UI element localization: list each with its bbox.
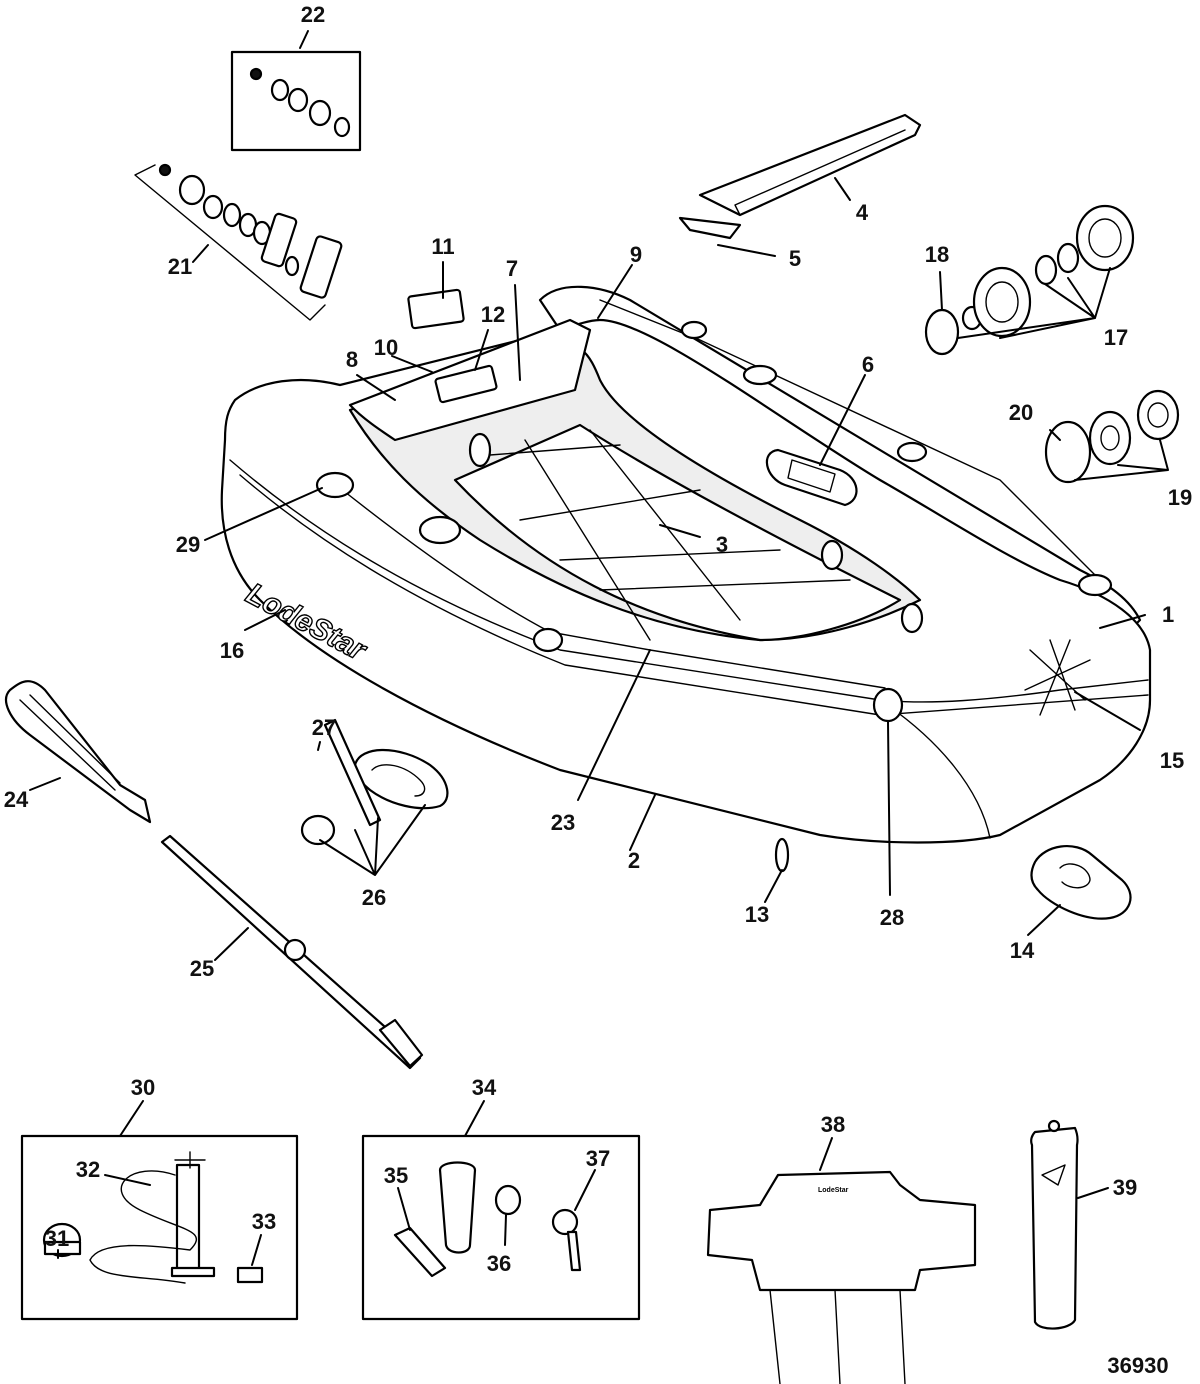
callout-3: 3 xyxy=(716,532,728,557)
callout-labels: 1 2 3 4 5 6 7 8 9 10 11 12 13 14 15 16 1… xyxy=(4,2,1192,1378)
oar-shaft xyxy=(160,834,424,1070)
callout-39: 39 xyxy=(1113,1175,1137,1200)
callout-4: 4 xyxy=(856,200,869,225)
callout-6: 6 xyxy=(862,352,874,377)
boat-cover: LodeStar xyxy=(706,1170,977,1384)
callout-21: 21 xyxy=(168,254,192,279)
transom-plate xyxy=(407,288,465,330)
figure-id: 36930 xyxy=(1107,1353,1168,1378)
leader-lines xyxy=(29,30,1169,1266)
valve-assembly-kit xyxy=(134,163,343,321)
oar-blade xyxy=(4,680,152,824)
valve-kit-box xyxy=(230,50,362,152)
callout-22: 22 xyxy=(301,2,325,27)
callout-26: 26 xyxy=(362,885,386,910)
callout-9: 9 xyxy=(630,242,642,267)
callout-18: 18 xyxy=(925,242,949,267)
storage-bag xyxy=(1030,1119,1079,1330)
callout-37: 37 xyxy=(586,1146,610,1171)
d-ring-patch xyxy=(1030,845,1132,920)
callout-11: 11 xyxy=(431,234,454,259)
callout-27: 27 xyxy=(312,715,336,740)
callout-12: 12 xyxy=(481,302,505,327)
callout-28: 28 xyxy=(880,905,904,930)
callout-34: 34 xyxy=(472,1075,497,1100)
callout-35: 35 xyxy=(384,1163,408,1188)
callout-38: 38 xyxy=(821,1112,845,1137)
callout-33: 33 xyxy=(252,1209,276,1234)
callout-25: 25 xyxy=(190,956,214,981)
seat-bracket xyxy=(678,216,742,240)
callout-23: 23 xyxy=(551,810,575,835)
callout-20: 20 xyxy=(1009,400,1033,425)
callout-15: 15 xyxy=(1160,748,1184,773)
callout-36: 36 xyxy=(487,1251,511,1276)
callout-32: 32 xyxy=(76,1157,100,1182)
callout-1: 1 xyxy=(1162,602,1174,627)
callout-31: 31 xyxy=(45,1226,69,1251)
callout-30: 30 xyxy=(131,1075,155,1100)
callout-14: 14 xyxy=(1010,938,1035,963)
callout-5: 5 xyxy=(789,246,801,271)
transom-bracket xyxy=(434,364,498,404)
callout-17: 17 xyxy=(1104,325,1128,350)
oarlock-parts xyxy=(300,718,449,846)
callout-24: 24 xyxy=(4,787,29,812)
star-logo-icon xyxy=(1024,639,1091,716)
seat-bench xyxy=(698,113,922,217)
callout-8: 8 xyxy=(346,347,358,372)
callout-7: 7 xyxy=(506,256,518,281)
pump-kit-box xyxy=(20,1134,299,1321)
callout-29: 29 xyxy=(176,532,200,557)
inflation-valve-parts xyxy=(924,204,1135,356)
inflatable-boat-hull xyxy=(220,285,1152,873)
callout-2: 2 xyxy=(628,848,640,873)
callout-16: 16 xyxy=(220,638,244,663)
callout-19: 19 xyxy=(1168,485,1192,510)
callout-10: 10 xyxy=(374,335,398,360)
svg-text:LodeStar: LodeStar xyxy=(818,1187,849,1194)
callout-13: 13 xyxy=(745,902,769,927)
